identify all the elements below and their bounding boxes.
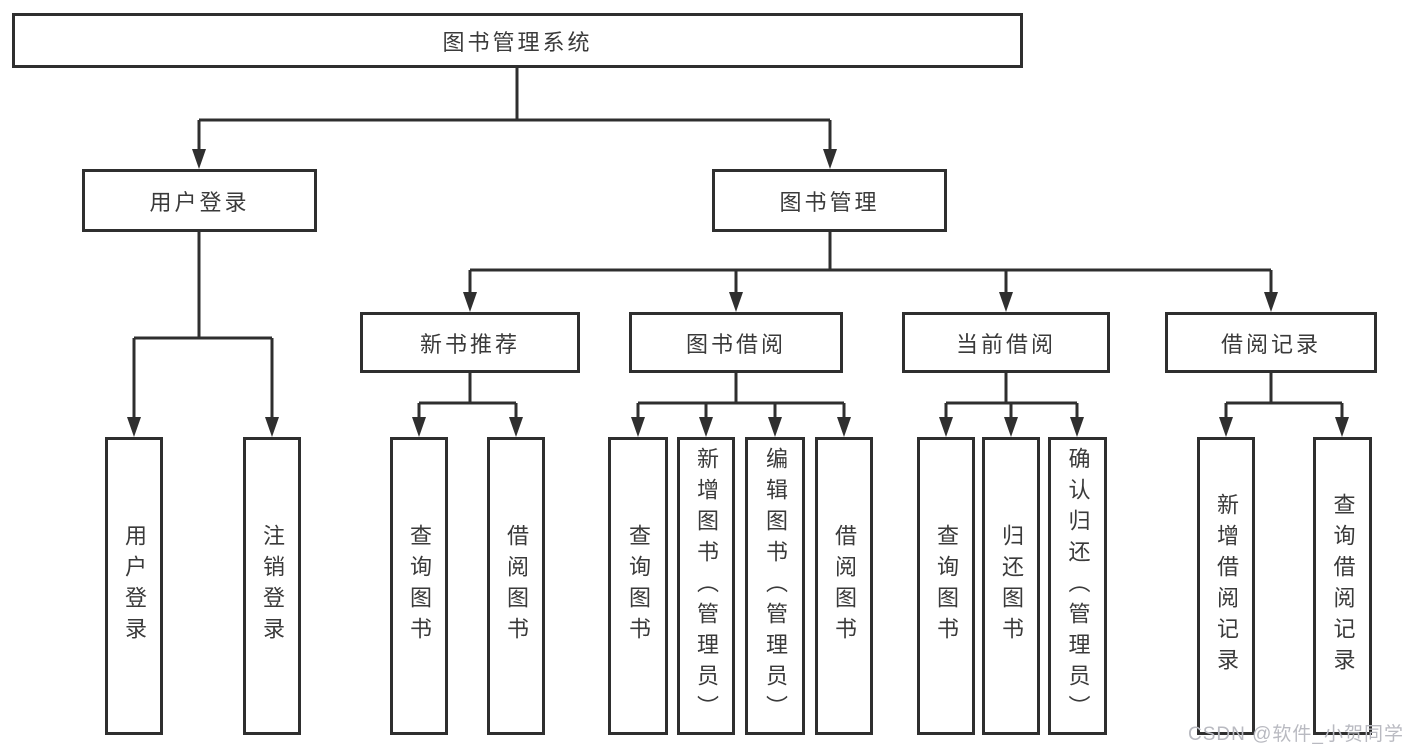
leaf-return-book: 归还图书 bbox=[982, 437, 1040, 735]
leaf-add-book-admin: 新增图书（管理员） bbox=[677, 437, 735, 735]
connector-root-to-level1 bbox=[192, 68, 837, 169]
leaf-query-books-2-label: 查询图书 bbox=[626, 524, 651, 648]
connector-borrowing-records-children bbox=[1219, 373, 1349, 437]
node-book-management-label: 图书管理 bbox=[779, 189, 880, 215]
leaf-user-login-label: 用户登录 bbox=[122, 524, 147, 648]
leaf-add-borrow-record-label: 新增借阅记录 bbox=[1214, 493, 1239, 679]
leaf-query-books-3: 查询图书 bbox=[917, 437, 975, 735]
leaf-query-books-2: 查询图书 bbox=[608, 437, 668, 735]
leaf-borrow-books-2: 借阅图书 bbox=[815, 437, 873, 735]
leaf-borrow-books-2-label: 借阅图书 bbox=[832, 524, 857, 648]
node-borrowing-records-label: 借阅记录 bbox=[1220, 331, 1321, 357]
leaf-user-login: 用户登录 bbox=[105, 437, 163, 735]
node-current-borrowing-label: 当前借阅 bbox=[955, 331, 1056, 357]
leaf-confirm-return-admin: 确认归还（管理员） bbox=[1048, 437, 1107, 735]
leaf-add-book-admin-label: 新增图书（管理员） bbox=[694, 446, 719, 726]
leaf-add-borrow-record: 新增借阅记录 bbox=[1197, 437, 1255, 735]
node-current-borrowing: 当前借阅 bbox=[902, 312, 1110, 373]
leaf-borrow-books-1-label: 借阅图书 bbox=[504, 524, 529, 648]
node-book-borrowing: 图书借阅 bbox=[629, 312, 843, 373]
leaf-query-borrow-record-label: 查询借阅记录 bbox=[1330, 493, 1356, 679]
leaf-logout: 注销登录 bbox=[243, 437, 301, 735]
node-book-borrowing-label: 图书借阅 bbox=[685, 331, 786, 357]
leaf-query-books-1-label: 查询图书 bbox=[407, 524, 432, 648]
node-user-login-label: 用户登录 bbox=[149, 189, 250, 215]
leaf-edit-book-admin-label: 编辑图书（管理员） bbox=[763, 446, 788, 726]
node-user-login: 用户登录 bbox=[82, 169, 317, 232]
leaf-return-book-label: 归还图书 bbox=[999, 524, 1024, 648]
watermark: CSDN @软件_小贺同学 bbox=[1188, 724, 1404, 745]
node-new-book-recommend: 新书推荐 bbox=[360, 312, 580, 373]
connector-book-borrowing-children bbox=[631, 373, 851, 437]
leaf-query-books-3-label: 查询图书 bbox=[934, 524, 959, 648]
node-root-label: 图书管理系统 bbox=[442, 29, 593, 55]
leaf-borrow-books-1: 借阅图书 bbox=[487, 437, 545, 735]
leaf-edit-book-admin: 编辑图书（管理员） bbox=[745, 437, 805, 735]
node-new-book-recommend-label: 新书推荐 bbox=[419, 331, 520, 357]
node-root: 图书管理系统 bbox=[12, 13, 1023, 68]
connector-new-book-children bbox=[412, 373, 523, 437]
leaf-logout-label: 注销登录 bbox=[260, 524, 285, 648]
leaf-query-books-1: 查询图书 bbox=[390, 437, 448, 735]
connector-book-management-children bbox=[463, 232, 1278, 312]
leaf-query-borrow-record: 查询借阅记录 bbox=[1313, 437, 1372, 735]
node-borrowing-records: 借阅记录 bbox=[1165, 312, 1377, 373]
leaf-confirm-return-admin-label: 确认归还（管理员） bbox=[1065, 446, 1091, 726]
node-book-management: 图书管理 bbox=[712, 169, 947, 232]
connector-current-borrowing-children bbox=[939, 373, 1084, 437]
connector-user-login-children bbox=[127, 232, 279, 437]
